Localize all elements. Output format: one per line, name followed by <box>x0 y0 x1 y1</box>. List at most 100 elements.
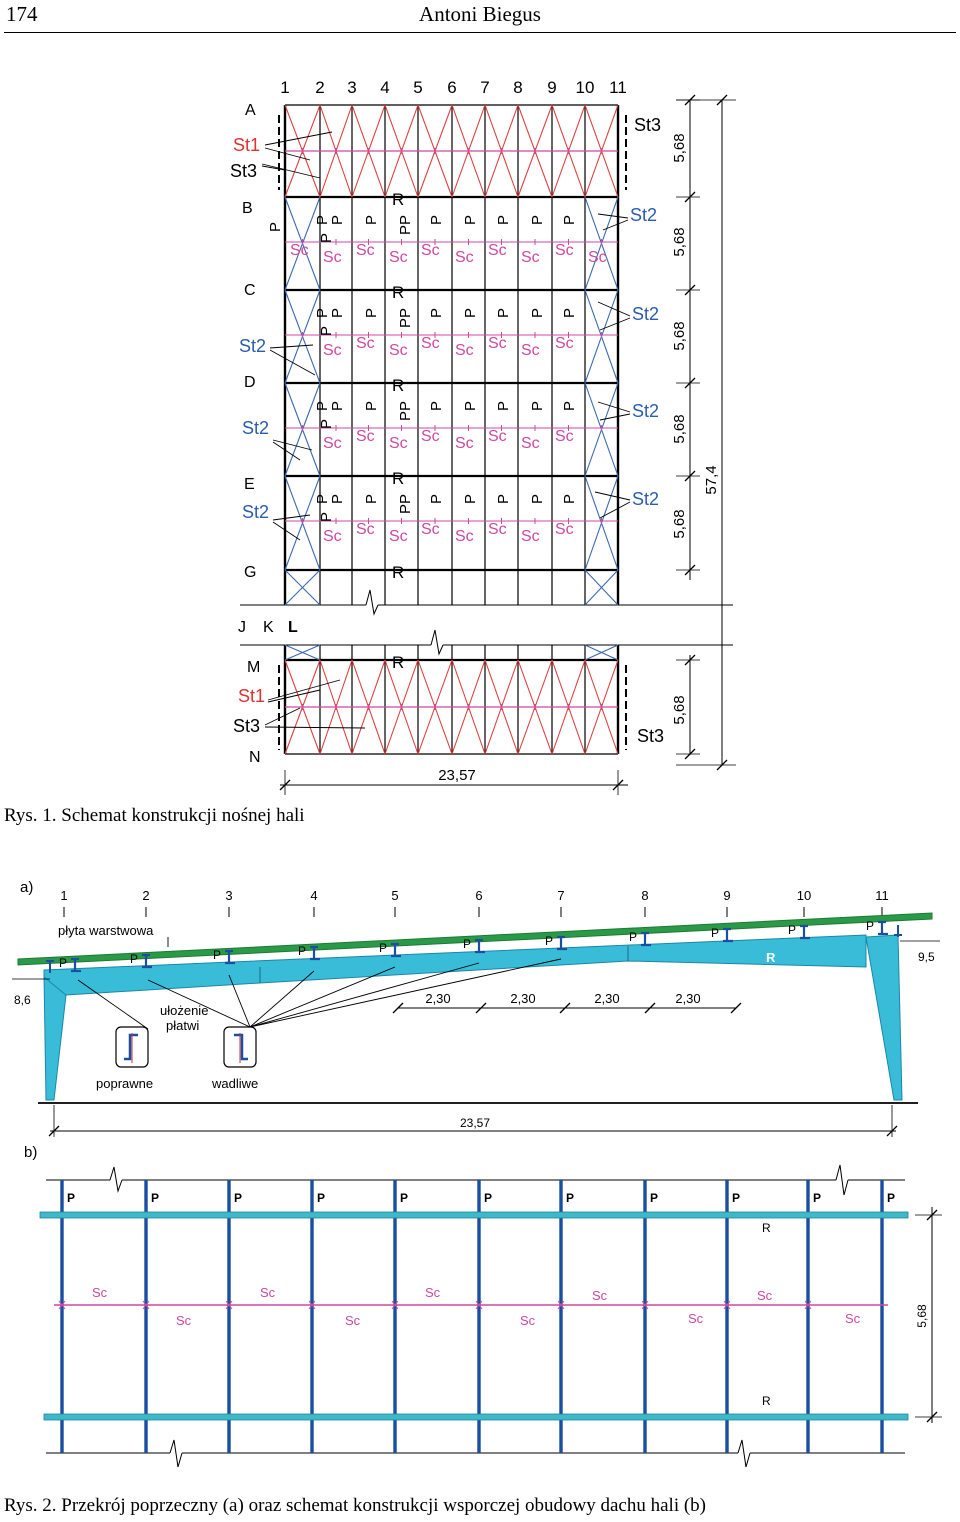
sag-rod-label: Sc <box>521 249 540 266</box>
purlin-label: P <box>866 919 874 933</box>
purlin-label: P <box>495 401 512 411</box>
rafter-label: R <box>392 653 404 672</box>
leader-line <box>272 439 313 451</box>
row-label-E: E <box>244 476 255 493</box>
section-column-label-9: 9 <box>723 888 730 903</box>
purlin-label: P <box>363 401 380 411</box>
sag-rod-label: Sc <box>176 1313 192 1328</box>
sag-rod-label: Sc <box>421 335 440 352</box>
purlin-placement-label-2: płatwi <box>166 1018 199 1033</box>
section-column-label-7: 7 <box>557 888 564 903</box>
dimension-bay: 5,68 <box>671 414 688 443</box>
break-symbol <box>835 1164 849 1196</box>
purlin-label: P <box>397 318 414 328</box>
purlin-label: P <box>379 941 387 955</box>
purlin-label: P <box>462 308 479 318</box>
section-column-label-11: 11 <box>875 888 889 903</box>
wrong-label: wadliwe <box>211 1076 258 1091</box>
row-label-K: K <box>263 619 274 636</box>
column-label-5: 5 <box>413 78 422 97</box>
purlin-label: P <box>529 215 546 225</box>
purlin-label: P <box>397 504 414 514</box>
leader-line <box>594 491 631 501</box>
row-label-M: M <box>247 659 260 676</box>
label-st3: St3 <box>230 161 257 181</box>
column-label-6: 6 <box>447 78 456 97</box>
sag-rod-tick <box>641 1300 649 1310</box>
purlin-label: P <box>428 215 445 225</box>
purlin-label: P <box>397 411 414 421</box>
dimension-tick <box>559 1002 571 1014</box>
purlin-profile-icon <box>234 1033 248 1061</box>
purlin-section <box>723 927 733 943</box>
purlin-label: P <box>267 222 284 232</box>
purlin-label: P <box>629 930 637 944</box>
purlin-label: P <box>529 494 546 504</box>
purlin-placement-label: ułożenie <box>160 1003 208 1018</box>
sag-rod-label: Sc <box>488 242 507 259</box>
dimension-total: 57,4 <box>703 465 720 494</box>
purlin-label: P <box>561 401 578 411</box>
sag-rod-tick <box>225 1300 233 1310</box>
sag-rod-label: Sc <box>555 428 574 445</box>
purlin-label: P <box>887 1191 895 1205</box>
wall-bracing-blue <box>584 569 619 606</box>
row-label-B: B <box>242 200 253 217</box>
sag-rod-label: Sc <box>488 428 507 445</box>
right-column <box>865 934 903 1101</box>
purlin-section <box>310 945 320 961</box>
purlin-label: P <box>213 948 221 962</box>
leader-line <box>597 213 629 219</box>
break-symbol <box>169 1439 183 1468</box>
row-label-L: L <box>288 619 298 636</box>
wall-bracing-blue <box>584 644 619 661</box>
purlin-label: P <box>314 308 331 318</box>
label-st2: St2 <box>242 502 269 522</box>
label-st2: St2 <box>242 418 269 438</box>
purlin-section <box>142 953 152 969</box>
sag-rod-label: Sc <box>421 242 440 259</box>
sag-rod-label: Sc <box>290 242 309 259</box>
purlin-label: P <box>561 494 578 504</box>
purlin-label: P <box>59 956 67 970</box>
column-label-9: 9 <box>547 78 556 97</box>
sag-rod-label: Sc <box>356 521 375 538</box>
row-label-C: C <box>244 282 256 299</box>
leader-line <box>264 707 301 726</box>
label-st3: St3 <box>634 115 661 135</box>
purlin-label: P <box>397 308 414 318</box>
purlin-label: P <box>495 494 512 504</box>
dimension-bay: 5,68 <box>671 695 688 724</box>
sag-rod-label: Sc <box>323 342 342 359</box>
purlin-label: P <box>428 494 445 504</box>
sag-rod-label: Sc <box>688 1311 704 1326</box>
sag-rod-label: Sc <box>356 428 375 445</box>
column-label-11: 11 <box>609 78 627 97</box>
rafter-label: R <box>392 190 404 209</box>
leader-line <box>269 344 314 349</box>
purlin-label: P <box>529 308 546 318</box>
right-height-label: 9,5 <box>918 950 935 964</box>
sag-rod-label: Sc <box>389 528 408 545</box>
leader-line <box>272 514 311 521</box>
sag-rod-label: Sc <box>455 249 474 266</box>
dimension-tick <box>392 1002 404 1014</box>
purlin-label: P <box>234 1191 242 1205</box>
purlin-label: P <box>462 494 479 504</box>
purlin-label: P <box>463 937 471 951</box>
purlin-label: P <box>318 419 335 429</box>
purlin-label: P <box>397 225 414 235</box>
sag-rod-label: Sc <box>421 521 440 538</box>
sag-rod-tick <box>723 1300 731 1310</box>
purlin-profile-icon <box>124 1033 138 1061</box>
purlin-label: P <box>711 926 719 940</box>
sag-rod-tick <box>804 1300 812 1310</box>
section-column-label-6: 6 <box>475 888 482 903</box>
sag-rod-label: Sc <box>757 1288 773 1303</box>
sag-rod-tick <box>308 1300 316 1310</box>
spacing-label: 2,30 <box>510 991 535 1006</box>
sag-rod-label: Sc <box>455 342 474 359</box>
purlin-label: P <box>314 215 331 225</box>
header-rule <box>4 32 956 33</box>
sag-rod-tick <box>391 1300 399 1310</box>
